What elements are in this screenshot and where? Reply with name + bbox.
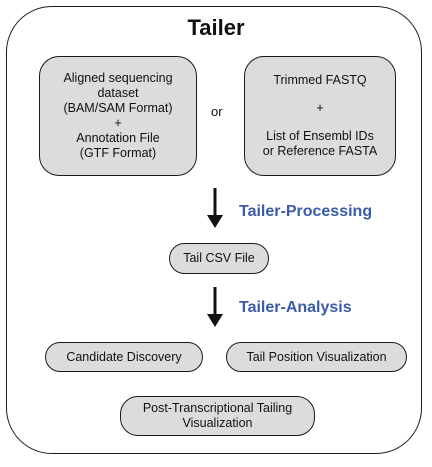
post-transcriptional-line-1: Post-Transcriptional Tailing (142, 401, 293, 415)
input-left-line-6: (GTF Format) (79, 146, 157, 160)
input-right-line-4: or Reference FASTA (262, 144, 378, 158)
post-transcriptional-tailing-box: Post-Transcriptional Tailing Visualizati… (120, 396, 315, 436)
step-label-analysis: Tailer-Analysis (239, 299, 352, 316)
input-left-line-1: Aligned sequencing (63, 71, 173, 85)
tail-position-visualization-box: Tail Position Visualization (226, 342, 407, 372)
or-connector: or (211, 104, 223, 119)
candidate-discovery-box: Candidate Discovery (45, 342, 203, 372)
arrow-down-processing-icon (207, 188, 223, 228)
tailer-frame (6, 6, 422, 454)
arrow-down-analysis-icon (207, 287, 223, 327)
input-right-line-3: List of Ensembl IDs (266, 129, 374, 143)
input-box-aligned-dataset: Aligned sequencing dataset (BAM/SAM Form… (39, 56, 197, 176)
step-label-processing: Tailer-Processing (239, 203, 373, 220)
diagram-title: Tailer (187, 15, 245, 40)
input-left-line-3: (BAM/SAM Format) (63, 101, 173, 115)
input-right-line-1: Trimmed FASTQ (273, 73, 367, 87)
input-right-plus: + (316, 101, 324, 115)
tail-csv-file-box: Tail CSV File (169, 243, 269, 274)
input-left-line-2: dataset (97, 86, 139, 100)
input-box-trimmed-fastq: Trimmed FASTQ + List of Ensembl IDs or R… (244, 56, 396, 176)
input-left-line-5: Annotation File (76, 131, 160, 145)
input-left-plus: + (114, 116, 122, 130)
post-transcriptional-line-2: Visualization (182, 416, 253, 430)
